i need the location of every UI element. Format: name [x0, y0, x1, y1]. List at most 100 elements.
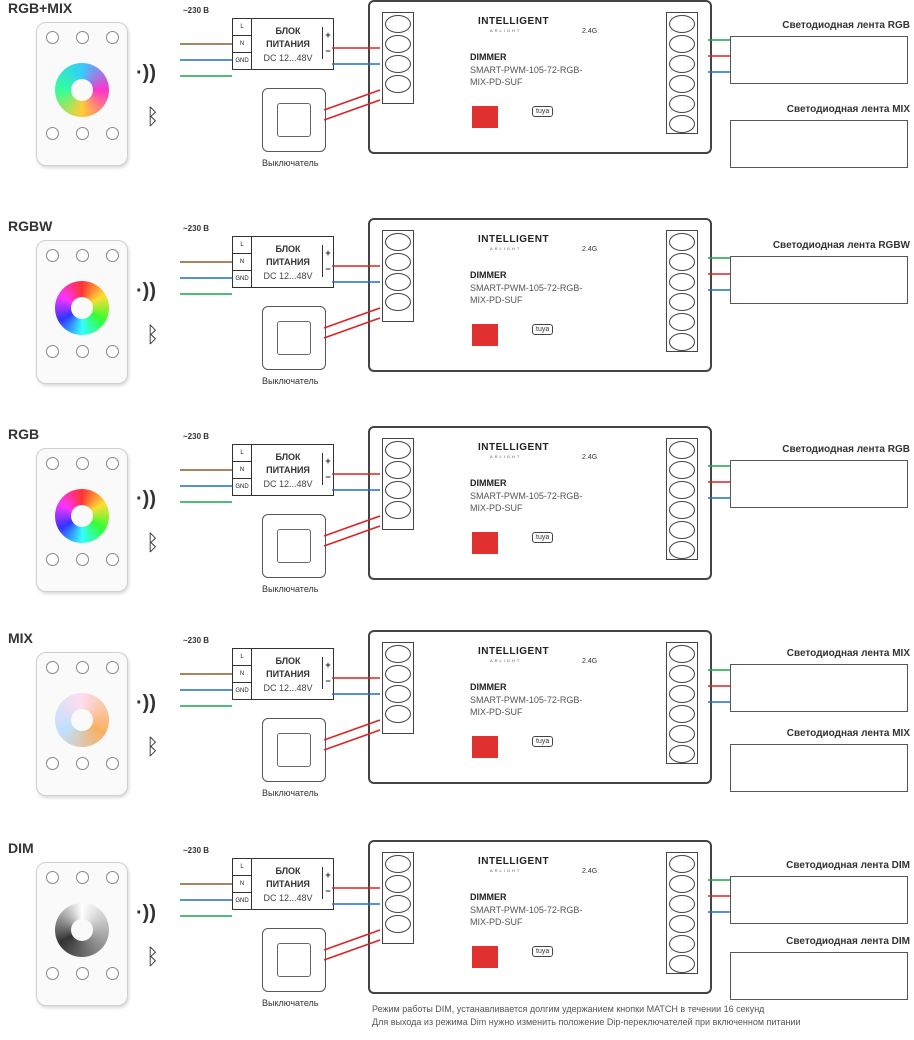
wire-red	[323, 525, 381, 547]
power-supply: L N GND БЛОК ПИТАНИЯ DC 12...48V +−	[232, 648, 334, 700]
psu-terminals: L N GND	[233, 19, 252, 69]
dimmer-model: SMART-PWM-105-72-RGB-MIX-PD-SUF	[470, 695, 583, 717]
led-strip	[730, 664, 908, 712]
remote-button	[105, 967, 119, 980]
bluetooth-icon: ᛒ	[146, 322, 160, 347]
led-strip-title: Светодиодная лента MIX	[786, 648, 910, 659]
color-wheel	[55, 903, 109, 957]
wire-red	[323, 939, 381, 961]
dimmer-title: DIMMER	[470, 682, 507, 692]
bluetooth-icon: ᛒ	[146, 104, 160, 129]
dimmer-model: SMART-PWM-105-72-RGB-MIX-PD-SUF	[470, 65, 583, 87]
psu-voltage-range: DC 12...48V	[263, 271, 313, 281]
led-strip	[730, 952, 908, 1000]
psu-output-terminals: +−	[322, 27, 333, 59]
remote-button	[45, 127, 59, 140]
switch-label: Выключатель	[262, 158, 319, 168]
mains-voltage: ~230 В	[183, 6, 210, 15]
dimmer-model: SMART-PWM-105-72-RGB-MIX-PD-SUF	[470, 283, 583, 305]
section-title: RGB+MIX	[8, 0, 73, 16]
remote-button	[75, 661, 89, 674]
wire-red	[323, 89, 381, 111]
output-terminal-block	[666, 852, 698, 974]
bluetooth-icon: ᛒ	[146, 530, 160, 555]
input-terminal-block	[382, 230, 414, 322]
wireless-icon: ·))	[136, 62, 156, 84]
psu-voltage-range: DC 12...48V	[263, 53, 313, 63]
section-title: MIX	[8, 630, 33, 646]
remote-button	[75, 967, 89, 980]
power-supply: L N GND БЛОК ПИТАНИЯ DC 12...48V +−	[232, 236, 334, 288]
led-strip-title: Светодиодная лента RGB	[782, 20, 910, 31]
psu-title: БЛОК ПИТАНИЯ	[266, 866, 310, 889]
psu-terminals: L N GND	[233, 237, 252, 287]
mains-voltage: ~230 В	[183, 224, 210, 233]
remote-button	[45, 345, 59, 358]
wire-red	[323, 719, 381, 741]
remote-button	[45, 661, 59, 674]
led-strip-title: Светодиодная лента MIX	[786, 104, 910, 115]
output-terminal-block	[666, 438, 698, 560]
remote-button	[75, 345, 89, 358]
dim-note-line1: Режим работы DIM, устанавливается долгим…	[372, 1004, 765, 1014]
wall-switch	[262, 306, 326, 370]
psu-terminal-gnd: GND	[235, 484, 249, 490]
output-terminal-block	[666, 12, 698, 134]
frequency-label: 2.4G	[582, 454, 598, 461]
brand-name: INTELLIGENT	[478, 856, 550, 867]
wireless-icon: ·))	[136, 280, 156, 302]
psu-title: БЛОК ПИТАНИЯ	[266, 244, 310, 267]
remote-button	[105, 457, 119, 470]
bluetooth-icon: ᛒ	[146, 734, 160, 759]
wireless-icon: ·))	[136, 692, 156, 714]
brand-name: INTELLIGENT	[478, 234, 550, 245]
remote-control	[36, 448, 128, 592]
psu-terminals: L N GND	[233, 649, 252, 699]
dip-switch	[472, 736, 498, 758]
led-strip-title: Светодиодная лента DIM	[786, 860, 910, 871]
section-title: DIM	[8, 840, 34, 856]
dimmer-controller: INTELLIGENT ARLIGHT 2.4G DIMMER SMART-PW…	[368, 218, 712, 372]
section-mix: MIX ·)) ᛒ ~230 В L N GND БЛОК ПИТАНИЯ	[0, 630, 914, 830]
dimmer-controller: INTELLIGENT ARLIGHT 2.4G DIMMER SMART-PW…	[368, 426, 712, 580]
psu-output-terminals: +−	[322, 657, 333, 689]
psu-output-terminals: +−	[322, 867, 333, 899]
led-strip	[730, 256, 908, 304]
brand-sub: ARLIGHT	[490, 868, 522, 873]
led-strip	[730, 876, 908, 924]
remote-button	[45, 31, 59, 44]
brand-sub: ARLIGHT	[490, 28, 522, 33]
psu-terminal-l: L	[233, 19, 251, 36]
wire-red	[323, 307, 381, 329]
remote-control	[36, 652, 128, 796]
wiring	[180, 465, 730, 547]
dim-note-line2: Для выхода из режима Dim нужно изменить …	[372, 1017, 801, 1027]
brand-name: INTELLIGENT	[478, 442, 550, 453]
remote-button	[75, 871, 89, 884]
section-rgbw: RGBW ·)) ᛒ ~230 В L N GND БЛОК ПИТАНИЯ	[0, 218, 914, 418]
remote-control	[36, 862, 128, 1006]
remote-button	[105, 31, 119, 44]
led-strip	[730, 460, 908, 508]
dimmer-title: DIMMER	[470, 52, 507, 62]
brand-sub: ARLIGHT	[490, 658, 522, 663]
remote-button	[75, 553, 89, 566]
input-terminal-block	[382, 852, 414, 944]
remote-control	[36, 240, 128, 384]
led-strip-title: Светодиодная лента MIX	[786, 728, 910, 739]
wall-switch	[262, 514, 326, 578]
psu-output-terminals: +−	[322, 245, 333, 277]
psu-terminal-gnd: GND	[235, 898, 249, 904]
power-supply: L N GND БЛОК ПИТАНИЯ DC 12...48V +−	[232, 18, 334, 70]
remote-button	[105, 871, 119, 884]
output-terminal-block	[666, 642, 698, 764]
remote-button	[75, 127, 89, 140]
dimmer-title: DIMMER	[470, 478, 507, 488]
wall-switch	[262, 718, 326, 782]
remote-control	[36, 22, 128, 166]
remote-button	[45, 871, 59, 884]
input-terminal-block	[382, 438, 414, 530]
led-strip	[730, 744, 908, 792]
led-strip-title: Светодиодная лента DIM	[786, 936, 910, 947]
remote-button	[75, 31, 89, 44]
